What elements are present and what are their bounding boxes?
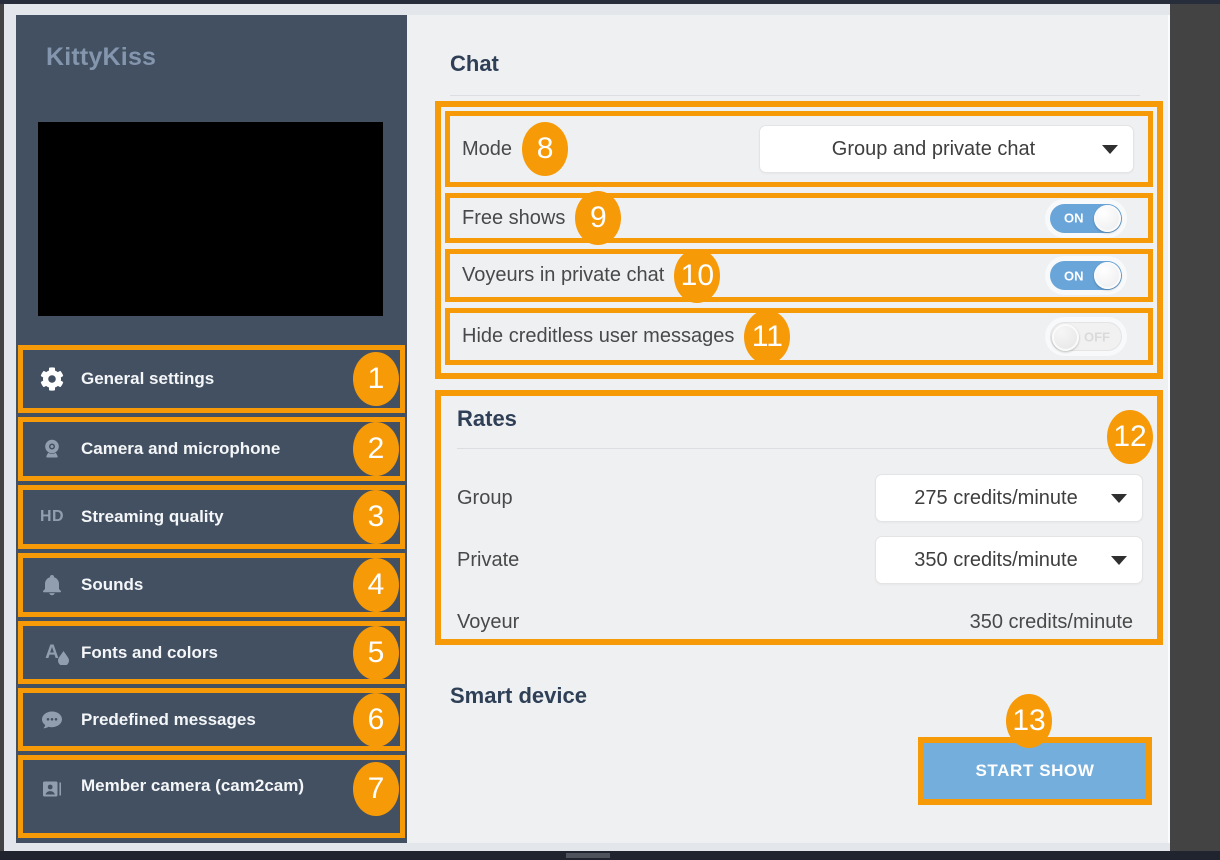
private-rate-row: Private 350 credits/minute — [457, 536, 1143, 584]
bell-icon — [39, 572, 65, 598]
private-rate-label: Private — [457, 548, 520, 571]
chat-section-title: Chat — [450, 51, 499, 76]
annotation-badge-1: 1 — [353, 352, 399, 406]
sidebar-item-label: Fonts and colors — [81, 642, 218, 662]
group-rate-value: 275 credits/minute — [914, 486, 1078, 509]
private-rate-value: 350 credits/minute — [914, 548, 1078, 571]
camera-preview — [38, 122, 383, 316]
hide-creditless-toggle[interactable]: OFF — [1050, 322, 1122, 351]
taskbar-hint — [566, 853, 610, 858]
sidebar-item-label: Camera and microphone — [81, 439, 281, 458]
smart-device-section-title: Smart device — [450, 683, 587, 708]
sidebar-item-general-settings[interactable]: General settings 1 — [18, 345, 405, 413]
bottom-frame-strip — [0, 851, 1220, 860]
group-rate-dropdown[interactable]: 275 credits/minute — [875, 474, 1143, 522]
annotation-badge-5: 5 — [353, 625, 399, 680]
toggle-state-label: ON — [1064, 268, 1084, 283]
gear-icon — [39, 366, 65, 392]
toggle-state-label: ON — [1064, 210, 1084, 226]
toggle-knob — [1094, 262, 1121, 289]
annotation-badge-3: 3 — [353, 490, 399, 544]
content-area: Chat Mode 8 Group and private chat — [407, 15, 1170, 843]
sidebar-item-label: Predefined messages — [81, 709, 256, 729]
voyeur-rate-row: Voyeur 350 credits/minute — [457, 600, 1143, 644]
rates-divider — [457, 448, 1141, 449]
sidebar-item-streaming-quality[interactable]: HD Streaming quality 3 — [18, 485, 405, 549]
annotation-badge-8: 8 — [522, 122, 569, 176]
rates-section-title: Rates — [457, 406, 517, 431]
sidebar-item-camera-microphone[interactable]: Camera and microphone 2 — [18, 417, 405, 481]
mode-dropdown-value: Group and private chat — [831, 137, 1036, 160]
annotation-badge-10: 10 — [674, 248, 721, 303]
voyeurs-toggle[interactable]: ON — [1050, 261, 1122, 290]
toggle-state-label: OFF — [1084, 329, 1110, 344]
settings-page: KittyKiss General settings 1 Camera and … — [16, 15, 1170, 843]
mode-dropdown[interactable]: Group and private chat — [759, 125, 1134, 173]
chevron-down-icon — [1102, 145, 1118, 154]
start-show-button[interactable]: START SHOW — [924, 743, 1146, 799]
annotation-badge-13: 13 — [1006, 694, 1052, 748]
free-shows-label: Free shows — [462, 206, 566, 229]
sidebar: KittyKiss General settings 1 Camera and … — [16, 15, 407, 843]
chevron-down-icon — [1111, 556, 1127, 565]
annotation-badge-6: 6 — [353, 692, 399, 747]
voyeurs-label: Voyeurs in private chat — [462, 264, 665, 286]
annotation-box-rates-group: Rates 12 Group 275 credits/minute Privat… — [435, 390, 1163, 645]
hide-creditless-label: Hide creditless user messages — [462, 325, 735, 347]
sidebar-item-sounds[interactable]: Sounds 4 — [18, 553, 405, 617]
sidebar-item-member-camera[interactable]: Member camera (cam2cam) 7 — [18, 755, 405, 838]
annotation-badge-12: 12 — [1107, 410, 1153, 464]
group-rate-row: Group 275 credits/minute — [457, 474, 1143, 522]
annotation-badge-11: 11 — [744, 309, 791, 364]
annotation-box-chat-group: Mode 8 Group and private chat Free shows… — [435, 101, 1163, 379]
mode-row: Mode 8 Group and private chat — [445, 111, 1153, 187]
annotation-badge-4: 4 — [353, 558, 399, 612]
webcam-icon — [39, 436, 65, 462]
hd-icon: HD — [39, 508, 65, 525]
brand-title: KittyKiss — [46, 43, 157, 71]
free-shows-toggle[interactable]: ON — [1050, 203, 1122, 233]
group-rate-label: Group — [457, 486, 513, 509]
chat-divider — [450, 95, 1140, 96]
mode-label: Mode — [462, 137, 513, 160]
annotation-badge-9: 9 — [575, 191, 622, 245]
sidebar-item-label: Member camera (cam2cam) — [81, 776, 305, 795]
sidebar-item-label: Sounds — [81, 575, 144, 594]
top-frame-strip — [0, 0, 1220, 4]
free-shows-row: Free shows 9 ON — [445, 191, 1153, 245]
hide-creditless-row: Hide creditless user messages 11 OFF — [445, 308, 1153, 365]
sidebar-item-label: Streaming quality — [81, 507, 224, 526]
voyeurs-row: Voyeurs in private chat 10 ON — [445, 248, 1153, 303]
toggle-knob — [1052, 324, 1079, 351]
chevron-down-icon — [1111, 494, 1127, 503]
voyeur-rate-label: Voyeur — [457, 610, 520, 633]
voyeur-rate-value: 350 credits/minute — [969, 610, 1133, 633]
sidebar-item-predefined-messages[interactable]: Predefined messages 6 — [18, 688, 405, 751]
toggle-knob — [1094, 204, 1121, 232]
sidebar-item-label: General settings — [81, 369, 215, 388]
private-rate-dropdown[interactable]: 350 credits/minute — [875, 536, 1143, 584]
annotation-badge-7: 7 — [353, 762, 399, 816]
annotation-box-start-show: START SHOW — [918, 737, 1152, 805]
sidebar-item-fonts-colors[interactable]: A Fonts and colors 5 — [18, 621, 405, 684]
annotation-badge-2: 2 — [353, 422, 399, 476]
fonts-icon: A — [39, 640, 69, 666]
app-window: KittyKiss General settings 1 Camera and … — [4, 4, 1170, 851]
member-card-icon — [39, 776, 65, 802]
chat-bubble-icon — [39, 707, 65, 733]
